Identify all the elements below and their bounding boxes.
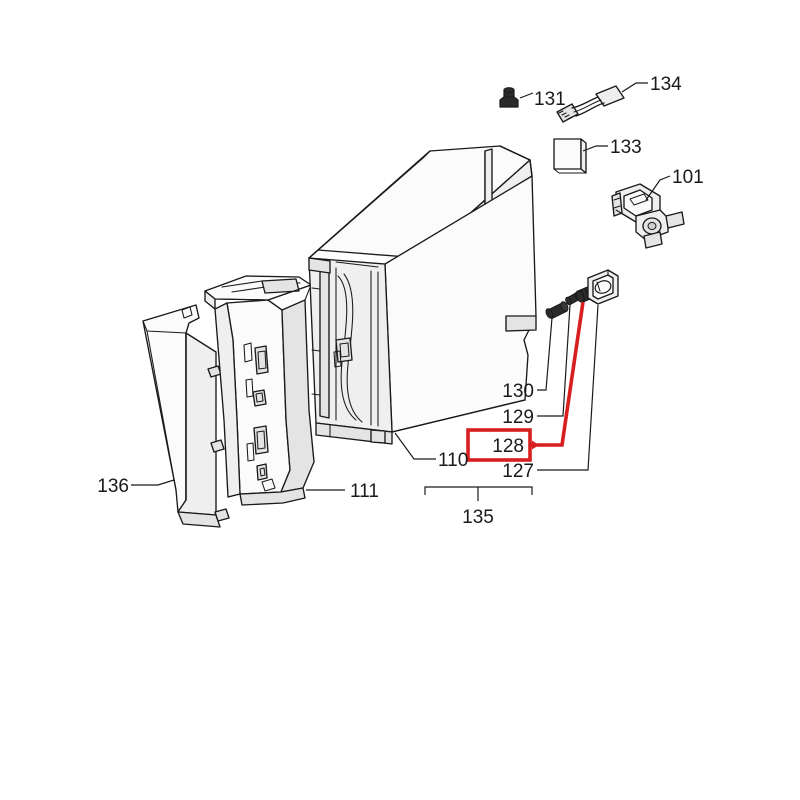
highlight-annotation-128	[466, 301, 585, 462]
part-101-hinge-latch-assembly	[611, 183, 685, 249]
label-134: 134	[650, 74, 682, 95]
label-130: 130	[502, 381, 534, 402]
part-136-curved-trim-panel	[142, 304, 230, 528]
part-133-flat-cover-panel	[553, 138, 587, 174]
part-number-labels: 131 134 133 101 110 111 136 130 129 128 …	[97, 74, 703, 528]
part-134-wire-harness	[556, 85, 625, 123]
label-111: 111	[350, 481, 379, 502]
label-101: 101	[672, 167, 704, 188]
leader-lines	[131, 82, 671, 501]
label-127: 127	[502, 461, 534, 482]
label-136: 136	[97, 476, 129, 497]
part-110-cabinet-body	[308, 145, 537, 445]
label-128: 128	[492, 436, 524, 457]
part-131-cap-plug	[499, 87, 519, 108]
part-130-bushing-sleeve	[545, 301, 569, 319]
part-127-strike-plate	[587, 269, 619, 305]
label-135: 135	[462, 507, 494, 528]
label-131: 131	[534, 89, 566, 110]
label-133: 133	[610, 137, 642, 158]
part-111-side-panel	[204, 275, 315, 506]
label-129: 129	[502, 407, 534, 428]
label-110: 110	[438, 450, 468, 471]
